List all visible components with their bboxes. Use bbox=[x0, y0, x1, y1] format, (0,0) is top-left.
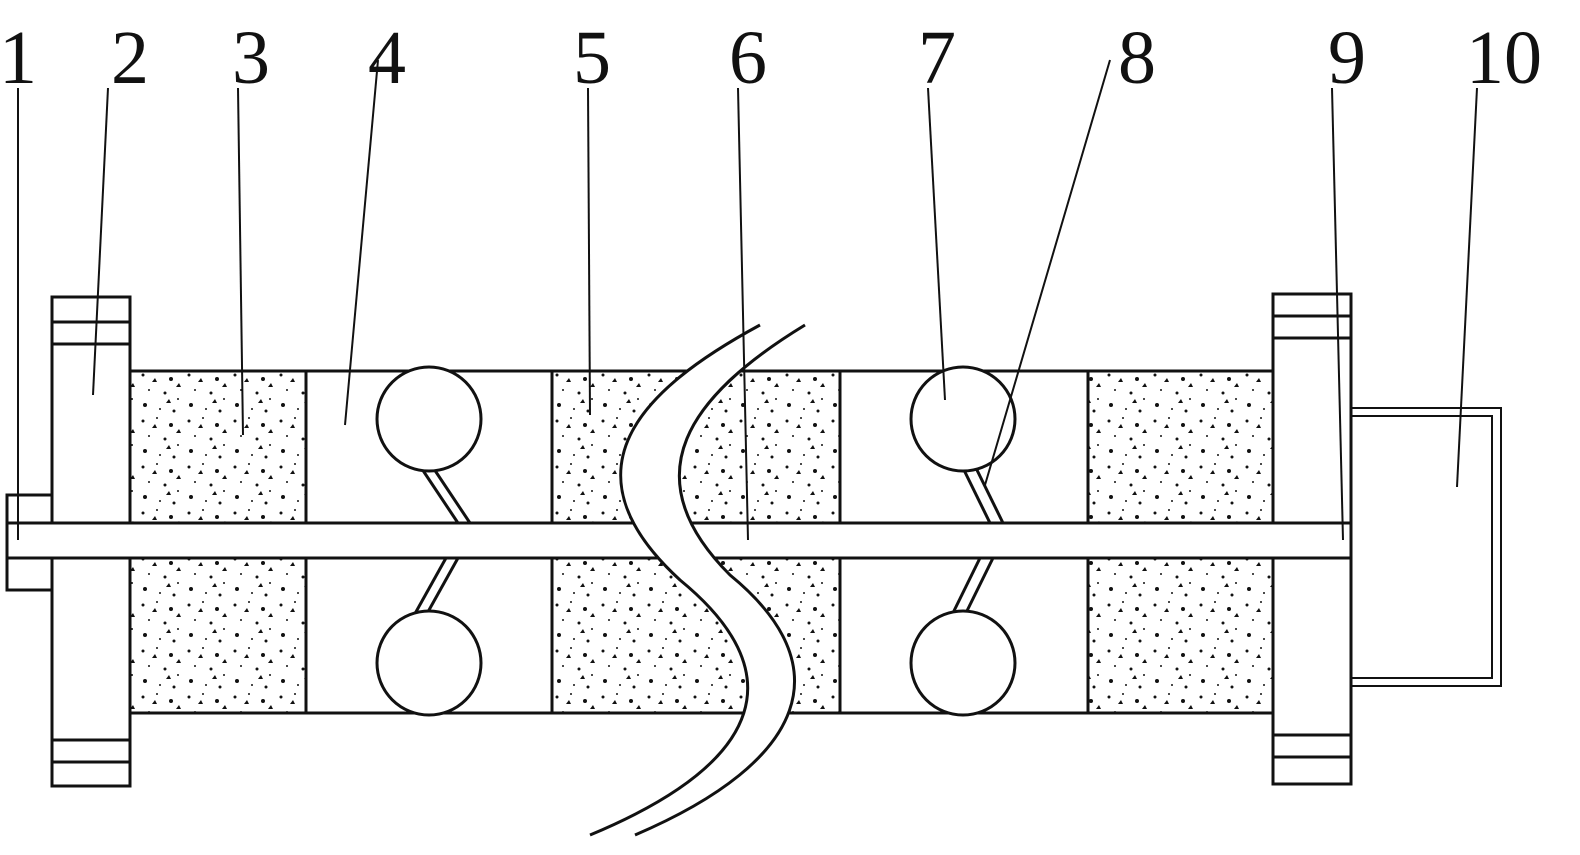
packing-block bbox=[1089, 558, 1273, 713]
part-label-6: 6 bbox=[729, 16, 767, 100]
break-line bbox=[589, 323, 806, 837]
right-box bbox=[1350, 407, 1502, 687]
part-label-9: 9 bbox=[1328, 16, 1366, 100]
part-label-2: 2 bbox=[111, 16, 149, 100]
part-label-1: 1 bbox=[0, 16, 37, 100]
part-label-4: 4 bbox=[368, 16, 406, 100]
part-labels: 1 2 3 4 5 6 7 8 9 10 bbox=[0, 16, 1542, 100]
packing-block bbox=[1089, 373, 1273, 523]
part-label-7: 7 bbox=[918, 16, 956, 100]
ball-assembly-right bbox=[909, 365, 1017, 717]
leader-lines bbox=[17, 59, 1478, 541]
packing-block bbox=[131, 373, 305, 523]
part-label-5: 5 bbox=[573, 16, 611, 100]
part-label-10: 10 bbox=[1466, 16, 1542, 100]
part-label-3: 3 bbox=[232, 16, 270, 100]
packing-block bbox=[131, 558, 305, 713]
ball-assembly-left bbox=[375, 365, 483, 717]
part-label-8: 8 bbox=[1118, 16, 1156, 100]
